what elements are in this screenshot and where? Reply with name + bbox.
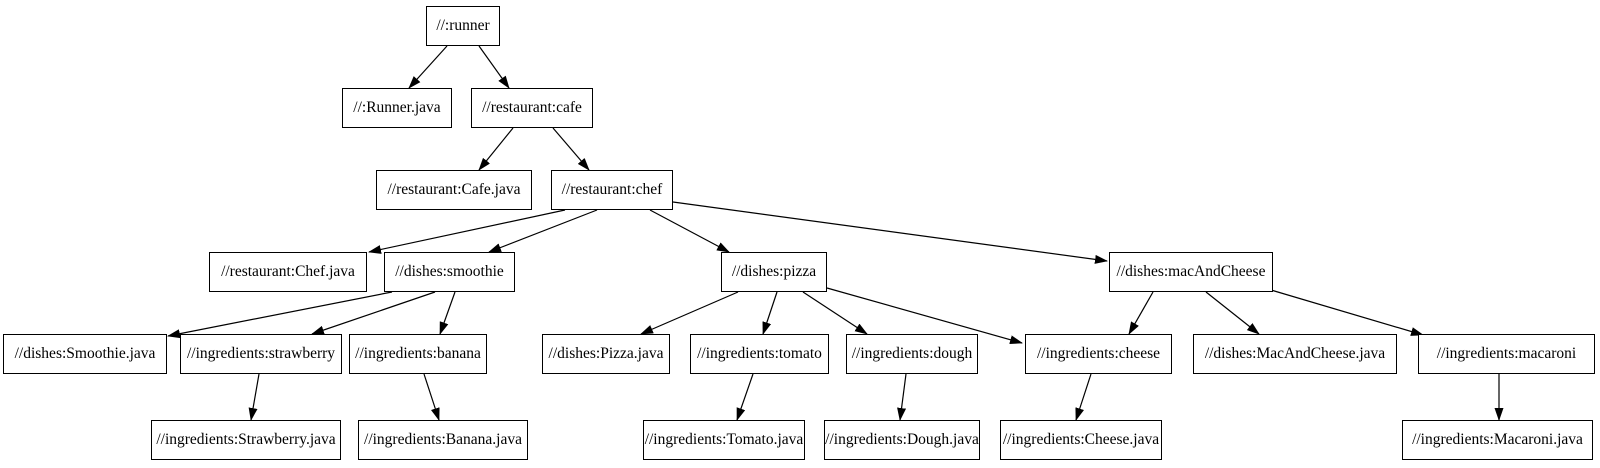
edge-cafe-to-cafe-java [478, 127, 514, 171]
node-cafe: //restaurant:cafe [471, 88, 593, 128]
node-pizza: //dishes:pizza [721, 252, 827, 292]
edge-chef-to-pizza [649, 209, 730, 253]
edge-smoothie-to-banana [439, 291, 456, 335]
edge-strawberry-to-strawberry-java [248, 373, 260, 421]
node-chef-java: //restaurant:Chef.java [209, 252, 367, 292]
edge-pizza-to-tomato [762, 291, 778, 335]
edge-chef-to-chef-java [368, 209, 566, 254]
node-smoothie: //dishes:smoothie [384, 252, 515, 292]
node-banana-java: //ingredients:Banana.java [358, 420, 528, 460]
edge-cafe-to-chef [552, 127, 590, 171]
edge-pizza-to-cheese [826, 287, 1023, 345]
edge-runner-to-cafe [478, 45, 510, 89]
node-tomato: //ingredients:tomato [690, 334, 829, 374]
node-smoothie-java: //dishes:Smoothie.java [3, 334, 167, 374]
edge-smoothie-to-smoothie-java [167, 291, 393, 339]
node-mac-and-cheese: //dishes:macAndCheese [1109, 252, 1273, 292]
edge-smoothie-to-strawberry [311, 291, 436, 335]
edge-mac-and-cheese-to-cheese [1128, 291, 1154, 335]
node-mac-and-cheese-java: //dishes:MacAndCheese.java [1193, 334, 1397, 374]
node-strawberry-java: //ingredients:Strawberry.java [151, 420, 341, 460]
node-cafe-java: //restaurant:Cafe.java [376, 170, 532, 210]
edge-cheese-to-cheese-java [1075, 373, 1092, 421]
node-chef: //restaurant:chef [551, 170, 673, 210]
edge-chef-to-mac-and-cheese [672, 201, 1108, 264]
edge-mac-and-cheese-to-mac-and-cheese-java [1205, 291, 1260, 335]
edge-runner-to-runner-java [408, 45, 448, 89]
node-runner-java: //:Runner.java [342, 88, 452, 128]
edge-banana-to-banana-java [423, 373, 440, 421]
edges-group [167, 45, 1504, 421]
node-cheese: //ingredients:cheese [1025, 334, 1172, 374]
edge-pizza-to-dough [802, 291, 868, 335]
node-pizza-java: //dishes:Pizza.java [542, 334, 670, 374]
node-tomato-java: //ingredients:Tomato.java [643, 420, 805, 460]
node-macaroni-java: //ingredients:Macaroni.java [1402, 420, 1593, 460]
node-runner: //:runner [426, 6, 500, 46]
node-dough-java: //ingredients:Dough.java [824, 420, 980, 460]
node-macaroni: //ingredients:macaroni [1418, 334, 1595, 374]
node-banana: //ingredients:banana [349, 334, 487, 374]
node-dough: //ingredients:dough [846, 334, 978, 374]
node-cheese-java: //ingredients:Cheese.java [1000, 420, 1162, 460]
edge-mac-and-cheese-to-macaroni [1270, 289, 1424, 336]
edge-chef-to-smoothie [488, 209, 598, 253]
node-strawberry: //ingredients:strawberry [180, 334, 342, 374]
edge-dough-to-dough-java [897, 373, 907, 421]
edge-tomato-to-tomato-java [736, 373, 754, 421]
edge-pizza-to-pizza-java [640, 291, 739, 335]
